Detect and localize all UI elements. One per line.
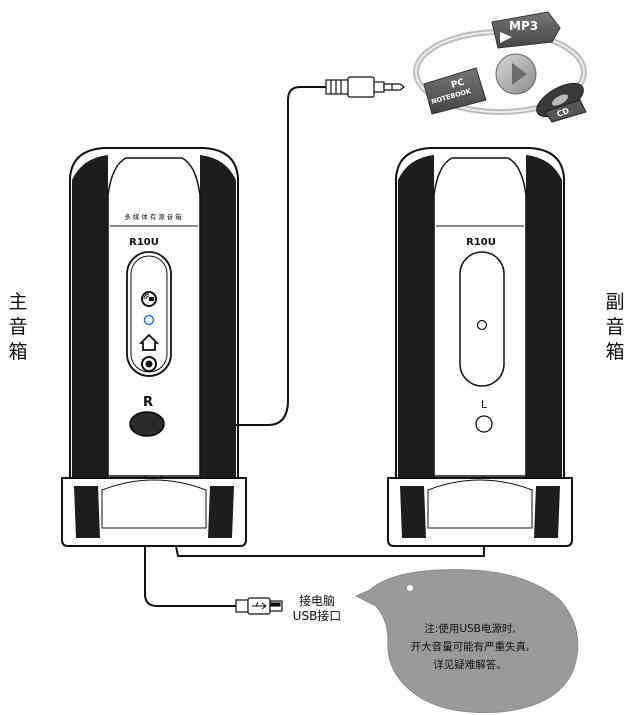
main-speaker-label-char: 主	[8, 291, 28, 313]
usb-power-note: 注:使用USB电源时, 开大音量可能有严重失真, 详见疑难解答。	[390, 620, 550, 674]
mp3-label: MP3	[509, 19, 538, 33]
sub-speaker-label-char: 音	[605, 316, 625, 338]
usb-caption-line: 接电脑	[298, 594, 335, 608]
speaker-link-socket	[475, 415, 493, 433]
sub-speaker-channel: L	[481, 398, 488, 411]
volume-knob-icon	[141, 356, 157, 372]
mp3-source-icon: MP3	[491, 11, 561, 49]
sub-speaker-label-char: 副	[605, 291, 625, 313]
main-speaker-channel: R	[143, 395, 153, 410]
bass-boost-icon	[141, 291, 157, 307]
sub-speaker	[387, 147, 573, 547]
cd-source-icon: CD	[536, 82, 587, 123]
main-speaker-model: R10U	[129, 237, 159, 248]
main-speaker-label-char: 箱	[8, 341, 28, 363]
sub-speaker-panel	[459, 251, 505, 387]
play-disc-icon	[495, 53, 537, 95]
main-speaker-brand-text: 多媒体有源音箱	[124, 212, 184, 221]
main-speaker-label: 主 音 箱	[6, 290, 30, 365]
cd-label: CD	[556, 106, 571, 119]
usb-caption: 接电脑 USB接口	[286, 594, 348, 624]
main-speaker-label-char: 音	[8, 316, 28, 338]
audio-sources: MP3 PC NOTEBOOK CD	[413, 11, 587, 123]
home-icon	[138, 333, 160, 351]
note-line: 注:使用USB电源时,	[424, 623, 516, 635]
sub-speaker-label: 副 音 箱	[603, 290, 627, 365]
sub-speaker-indicator	[476, 319, 488, 331]
note-bubble	[354, 569, 579, 713]
audio-input-socket	[129, 411, 165, 437]
power-indicator-icon	[143, 314, 155, 326]
note-line: 详见疑难解答。	[433, 659, 507, 671]
usb-caption-line: USB接口	[292, 609, 342, 623]
audio-jack-plug-icon	[325, 76, 405, 98]
notebook-source-icon: PC NOTEBOOK	[423, 67, 487, 115]
sub-speaker-model: R10U	[466, 237, 496, 248]
pc-label: PC	[450, 78, 466, 91]
usb-plug-icon	[235, 597, 283, 615]
note-line: 开大音量可能有严重失真,	[410, 641, 530, 653]
main-speaker	[61, 147, 247, 547]
sub-speaker-label-char: 箱	[605, 341, 625, 363]
